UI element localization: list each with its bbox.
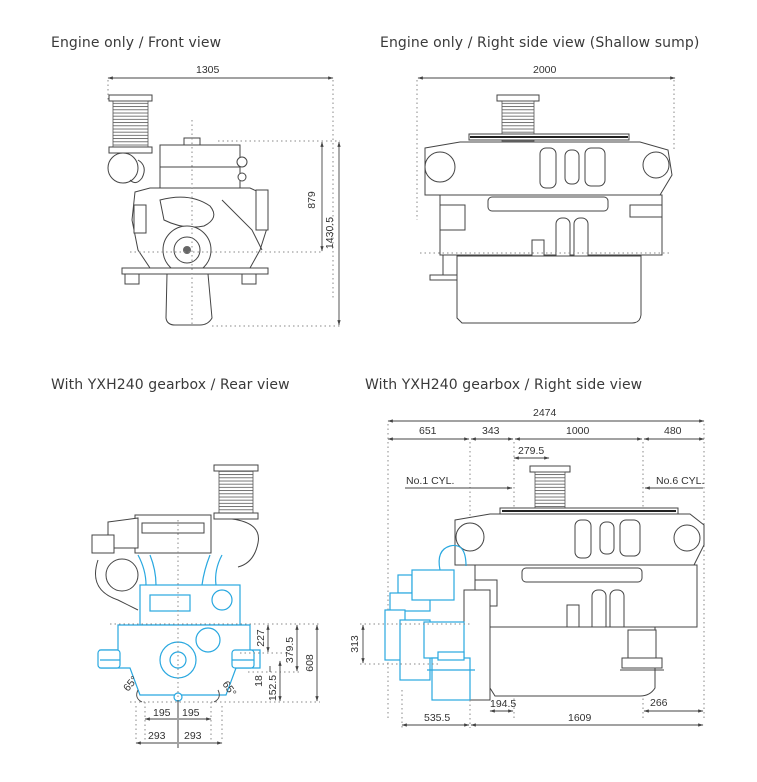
dim-front-height-upper: 879 xyxy=(306,191,318,209)
dim-gear-651: 651 xyxy=(419,425,437,437)
dim-gear-343: 343 xyxy=(482,425,500,437)
dim-gear-1609: 1609 xyxy=(568,712,592,724)
gear-side-view-title: With YXH240 gearbox / Right side view xyxy=(365,377,643,393)
dim-rear-227: 227 xyxy=(255,629,267,647)
dim-gear-266: 266 xyxy=(650,697,668,709)
dim-rear-152-5: 152.5 xyxy=(267,675,279,701)
dim-side-length: 2000 xyxy=(533,64,557,76)
gearbox-rear-highlight xyxy=(97,554,261,702)
dim-gear-1000: 1000 xyxy=(566,425,590,437)
dim-gear-279-5: 279.5 xyxy=(518,445,544,457)
label-no1-cyl: No.1 CYL. xyxy=(406,475,454,487)
dim-rear-379-5: 379.5 xyxy=(284,637,296,663)
gearbox-side-highlight xyxy=(384,544,475,701)
rear-intercooler xyxy=(134,514,212,554)
shallow-sump xyxy=(456,255,642,324)
dim-gear-480: 480 xyxy=(664,425,682,437)
dim-rear-293-right: 293 xyxy=(184,730,202,742)
dim-gear-535-5: 535.5 xyxy=(424,712,450,724)
dim-front-width: 1305 xyxy=(196,64,220,76)
dim-gear-total: 2474 xyxy=(533,407,557,419)
dim-front-height-total: 1430.5 xyxy=(324,217,336,249)
exhaust-stack xyxy=(108,94,153,154)
side-view-drawing: 2000 xyxy=(416,64,676,324)
label-no6-cyl: No.6 CYL. xyxy=(656,475,704,487)
dim-rear-195-right: 195 xyxy=(182,707,200,719)
side-view-title: Engine only / Right side view (Shallow s… xyxy=(380,35,700,51)
rear-view-drawing: 227 18 152.5 379.5 608 65° 65° 195 195 2… xyxy=(91,464,320,748)
dim-gear-313: 313 xyxy=(349,635,361,653)
dim-rear-18: 18 xyxy=(253,675,265,687)
dim-rear-195-left: 195 xyxy=(153,707,171,719)
turbocharger xyxy=(107,152,139,184)
dim-rear-608: 608 xyxy=(304,654,316,672)
front-view-drawing: 1305 xyxy=(107,64,341,327)
oil-pan xyxy=(165,273,213,326)
front-view-title: Engine only / Front view xyxy=(51,35,222,51)
gear-side-view-drawing: 2474 651 343 1000 480 279.5 No.1 CYL. No… xyxy=(349,407,705,728)
rear-view-title: With YXH240 gearbox / Rear view xyxy=(51,377,290,393)
dim-rear-293-left: 293 xyxy=(148,730,166,742)
dim-gear-194-5: 194.5 xyxy=(490,698,516,710)
intercooler xyxy=(159,144,241,192)
